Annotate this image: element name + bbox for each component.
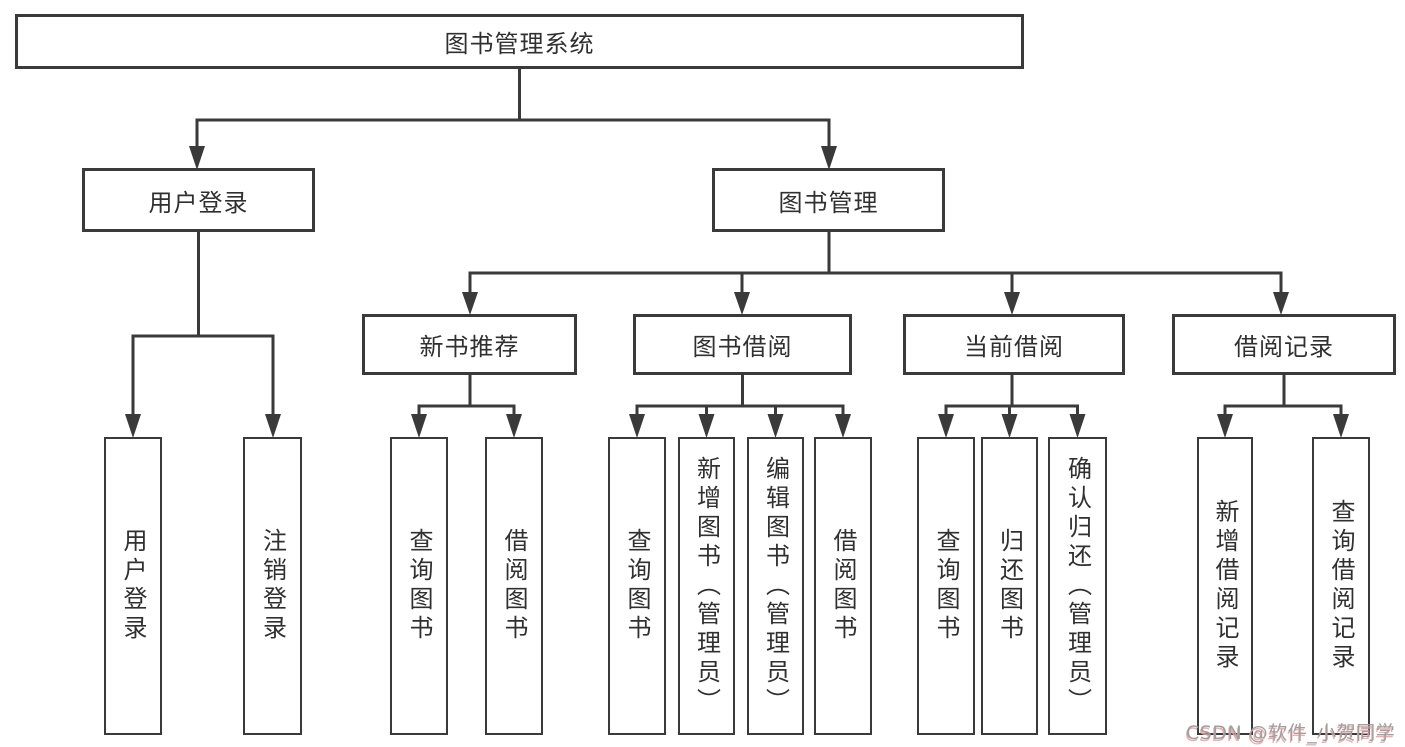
leaf-add-borrowing-record: 新增借阅记录: [1197, 437, 1253, 735]
leaf-borrow-books-borrowing: 借阅图书: [814, 437, 872, 735]
node-current-borrowing: 当前借阅: [903, 314, 1125, 375]
node-book-borrowing: 图书借阅: [633, 314, 852, 375]
leaf-add-book-admin: 新增图书（管理员）: [678, 437, 735, 735]
leaf-query-books-recommendation: 查询图书: [390, 437, 448, 735]
leaf-label: 新增图书（管理员）: [692, 455, 721, 717]
connector-borrowing-records-children: [1217, 375, 1349, 438]
node-new-book-recommendation: 新书推荐: [362, 314, 577, 375]
leaf-label: 查询图书: [405, 528, 433, 644]
leaf-label: 查询图书: [623, 528, 651, 644]
leaf-edit-book-admin: 编辑图书（管理员）: [747, 437, 804, 735]
node-label: 图书管理: [778, 188, 879, 217]
node-label: 借阅记录: [1234, 333, 1334, 361]
leaf-label: 借阅图书: [829, 528, 857, 644]
leaf-borrow-books-recommendation: 借阅图书: [485, 437, 543, 735]
node-label: 用户登录: [148, 188, 249, 217]
leaf-label: 归还图书: [995, 528, 1024, 644]
csdn-watermark: CSDN @软件_小贺同学: [1186, 722, 1396, 744]
connector-root-to-level2: [189, 69, 837, 170]
leaf-return-book: 归还图书: [981, 437, 1038, 735]
leaf-label: 确认归还（管理员）: [1063, 455, 1092, 717]
leaf-label: 用户登录: [119, 528, 147, 644]
leaf-query-books-borrowing: 查询图书: [608, 437, 666, 735]
connector-book-borrowing-children: [629, 375, 851, 438]
connector-user-login-children: [125, 232, 281, 438]
leaf-query-books-current: 查询图书: [917, 437, 975, 735]
node-label: 图书借阅: [692, 333, 793, 361]
leaf-label: 新增借阅记录: [1211, 499, 1239, 673]
leaf-query-borrowing-record: 查询借阅记录: [1312, 437, 1370, 735]
leaf-logout: 注销登录: [243, 437, 302, 735]
leaf-label: 借阅图书: [500, 528, 528, 644]
leaf-user-login: 用户登录: [104, 437, 162, 735]
node-library-management-system: 图书管理系统: [15, 14, 1024, 69]
node-book-management: 图书管理: [712, 168, 945, 232]
node-label: 当前借阅: [964, 333, 1064, 361]
node-label: 新书推荐: [419, 333, 520, 361]
node-borrowing-records: 借阅记录: [1172, 314, 1396, 375]
leaf-label: 注销登录: [258, 528, 287, 644]
connector-current-borrowing-children: [938, 375, 1086, 438]
node-label: 图书管理系统: [444, 30, 595, 58]
connector-new-book-recommendation-children: [411, 375, 522, 438]
leaf-label: 查询图书: [932, 528, 960, 644]
node-user-login: 用户登录: [82, 168, 315, 232]
connector-book-management-children: [462, 232, 1289, 315]
leaf-label: 编辑图书（管理员）: [761, 455, 790, 717]
leaf-confirm-return-admin: 确认归还（管理员）: [1048, 437, 1107, 735]
leaf-label: 查询借阅记录: [1327, 499, 1355, 673]
